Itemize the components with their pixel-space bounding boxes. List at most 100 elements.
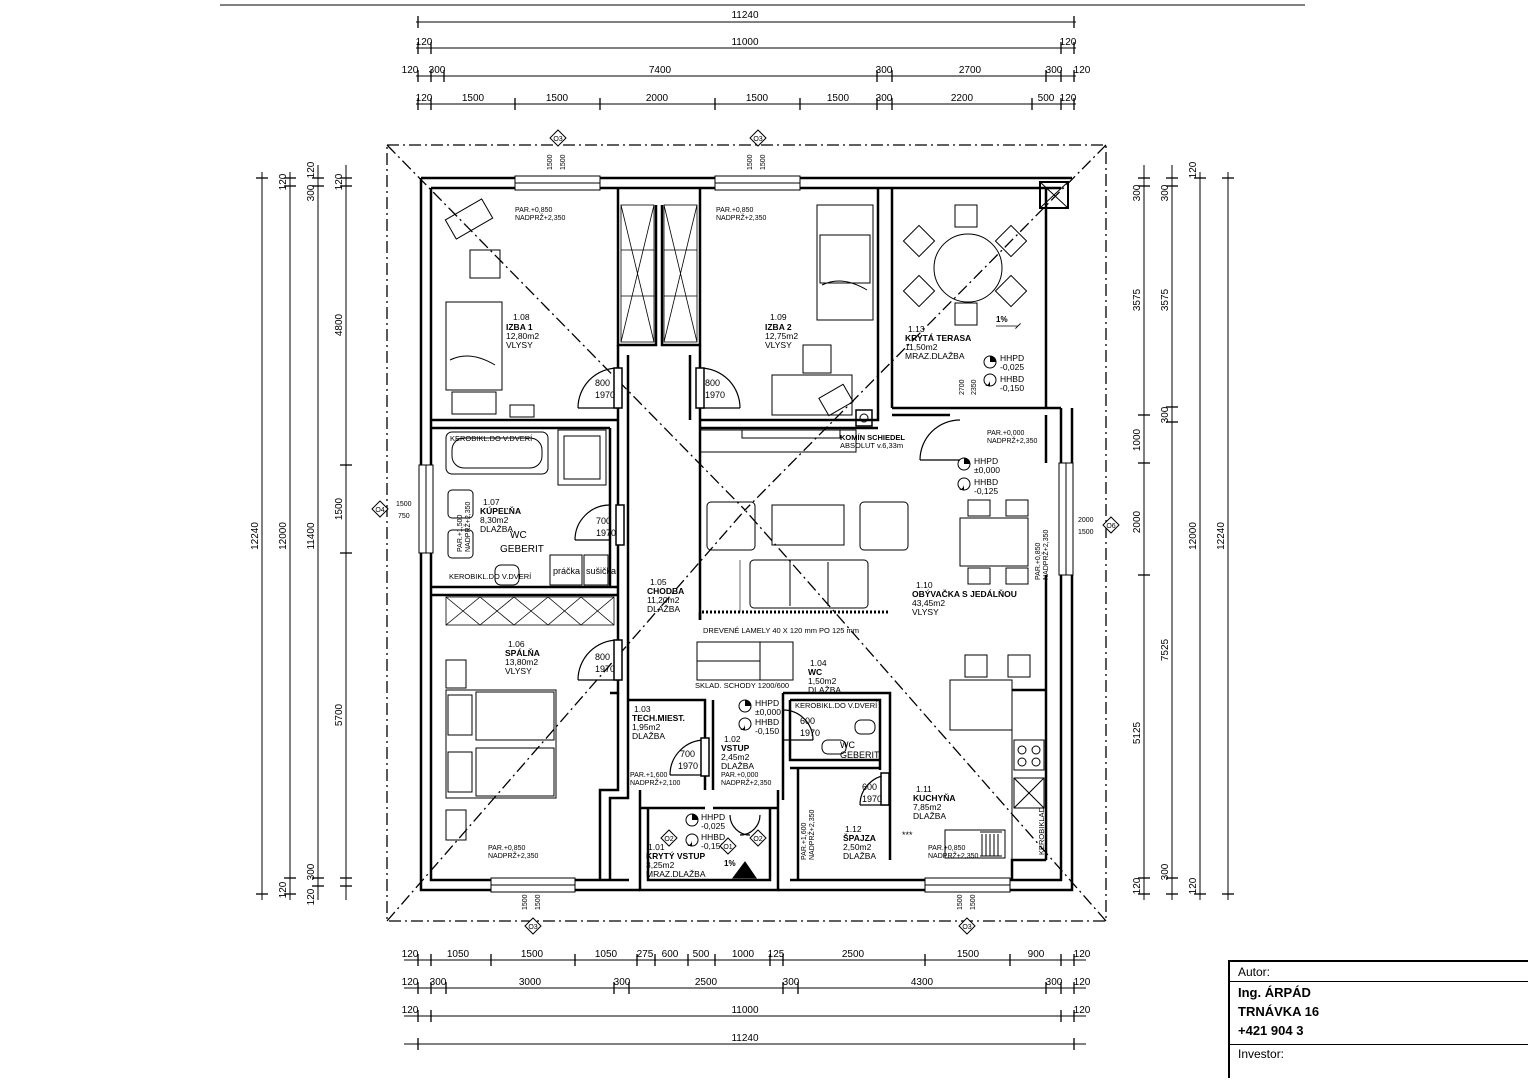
window-dim: 750 (398, 513, 410, 520)
room-number: 1.02 (724, 734, 741, 744)
window-dim: 1500 (560, 154, 567, 170)
dim-text: 2500 (842, 949, 865, 960)
room-number: 1.01 (648, 842, 665, 852)
door-size-labels: 800 1970 800 1970 700 1970 800 1970 700 … (595, 378, 882, 804)
dim-text: 2000 (1132, 510, 1143, 533)
dim-text: 120 (1074, 65, 1091, 76)
top-dimensions (416, 16, 1076, 110)
window-markers: O3 O3 O4 O6 O3 O3 O2 O1 (371, 129, 1120, 935)
room-name: KRYTÝ VSTUP (646, 850, 706, 861)
room-name: KUCHYŇA (913, 792, 956, 803)
lintel-note: NADPRŽ+2,100 (630, 778, 680, 787)
opening-notes: PAR.+0,850 NADPRŽ+2,350 PAR.+0,850 NADPR… (457, 207, 1050, 860)
washer-label: práčka (553, 566, 580, 576)
author-label: Autor: (1230, 962, 1528, 982)
dim-text: 7525 (1160, 638, 1171, 661)
parapet-note: PAR.+0,850 (928, 845, 966, 852)
dim-text: 300 (306, 184, 317, 201)
room-area: 13,80m2 (505, 657, 538, 667)
level-entry: HHPD ±0,000 HHBD -0,150 (738, 698, 781, 736)
door-height: 1970 (595, 664, 615, 674)
dim-text: 120 (334, 173, 345, 190)
dim-text: 120 (1074, 977, 1091, 988)
bottom-dimension-texts: 120 1050 1500 1050 275 600 500 1000 125 … (402, 949, 1091, 1044)
room-vstup: 1.02 VSTUP 2,45m2 DLAŽBA (721, 734, 754, 771)
level-label: HHBD (1000, 374, 1024, 384)
marker-top-left: O3 (549, 129, 567, 147)
lintel-note: NADPRŽ+2,350 (721, 778, 771, 787)
window-dim: 2350 (971, 379, 978, 395)
room-number: 1.12 (845, 824, 862, 834)
dim-text: 500 (1038, 93, 1055, 104)
dim-text: 120 (1060, 37, 1077, 48)
window-dim: 1500 (747, 154, 754, 170)
room-spajza: 1.12 ŠPAJZA 2,50m2 DLAŽBA (843, 824, 876, 861)
dryer-label: sušička (586, 566, 616, 576)
room-number: 1.11 (916, 784, 932, 794)
dim-text: 300 (1132, 184, 1143, 201)
level-value: -0,150 (1000, 383, 1024, 393)
room-kupelna: 1.07 KÚPEĽŇA 8,30m2 DLAŽBA (480, 497, 521, 534)
room-area: 7,85m2 (913, 802, 942, 812)
room-floor: VLYSY (505, 666, 532, 676)
dim-text: 120 (416, 93, 433, 104)
room-name: VSTUP (721, 743, 750, 753)
dim-text: 300 (1046, 977, 1063, 988)
dim-text: 300 (876, 93, 893, 104)
room-area: 2,50m2 (843, 842, 872, 852)
dim-text: 900 (1028, 949, 1045, 960)
marker-entrance-right: O2 (749, 829, 767, 847)
dim-text: 300 (430, 977, 447, 988)
dim-text: 2000 (646, 93, 669, 104)
room-kryty-vstup: 1.01 KRYTÝ VSTUP 3,25m2 MRAZ.DLAŽBA (646, 842, 706, 879)
dim-text: 300 (1160, 184, 1171, 201)
interior-walls (431, 188, 1061, 892)
dim-text: 2500 (695, 977, 718, 988)
chimney-height: ABSOLUT v.6,33m (840, 441, 903, 450)
door-height: 1970 (595, 390, 615, 400)
geberit-label: GEBERIT (840, 750, 880, 760)
door-width: 700 (680, 749, 695, 759)
stairs-label: SKLAD. SCHODY 1200/600 (695, 681, 789, 690)
top-dimension-texts: 11240 120 11000 120 120 300 7400 300 270… (402, 10, 1091, 104)
dim-text: 7400 (649, 65, 672, 76)
room-name: SPÁLŇA (505, 647, 540, 658)
dim-text: 120 (278, 173, 289, 190)
author-address: TRNÁVKA 16 (1238, 1004, 1320, 1019)
room-izba1: 1.08 IZBA 1 12,80m2 VLYSY (506, 312, 539, 350)
marker-label: O3 (528, 924, 537, 931)
room-floor: DLAŽBA (843, 851, 876, 861)
room-number: 1.10 (916, 580, 933, 590)
dim-text: 275 (637, 949, 654, 960)
level-value: ±0,000 (974, 465, 1000, 475)
parapet-note: PAR.+0,850 (488, 845, 526, 852)
dim-text: 120 (402, 1005, 419, 1016)
room-area: 11,20m2 (647, 595, 680, 605)
tile-note: KEROBIKLAD (1037, 806, 1046, 855)
tile-note: KEROBIKL.DO V.DVERÍ (449, 572, 532, 581)
marker-label: O3 (753, 136, 762, 143)
lintel-note: NADPRŽ+2,350 (515, 213, 565, 222)
marker-bottom-left: O3 (524, 917, 542, 935)
window-dim: 1500 (547, 154, 554, 170)
room-number: 1.07 (483, 497, 500, 507)
dim-text: 120 (402, 65, 419, 76)
window-dim: 1500 (760, 154, 767, 170)
dim-text: 12240 (1216, 522, 1227, 550)
misc-labels: KEROBIKL.DO V.DVERÍ KEROBIKL.DO V.DVERÍ … (449, 315, 1046, 868)
dim-text: 120 (1074, 949, 1091, 960)
marker-entrance-left: O2 (660, 829, 678, 847)
dim-text: 4300 (911, 977, 934, 988)
roof-outline (386, 144, 1107, 922)
parapet-note: PAR.+1,600 (801, 822, 808, 860)
room-number: 1.08 (513, 312, 530, 322)
parapet-note: PAR.+0,000 (721, 772, 759, 779)
dim-text: 300 (429, 65, 446, 76)
level-label: HHPD (701, 812, 725, 822)
dim-text: 11400 (306, 522, 317, 550)
door-height: 1970 (596, 528, 616, 538)
room-floor: DLAŽBA (808, 685, 841, 695)
wc-label: WC (510, 530, 527, 541)
dim-text: 1500 (521, 949, 544, 960)
